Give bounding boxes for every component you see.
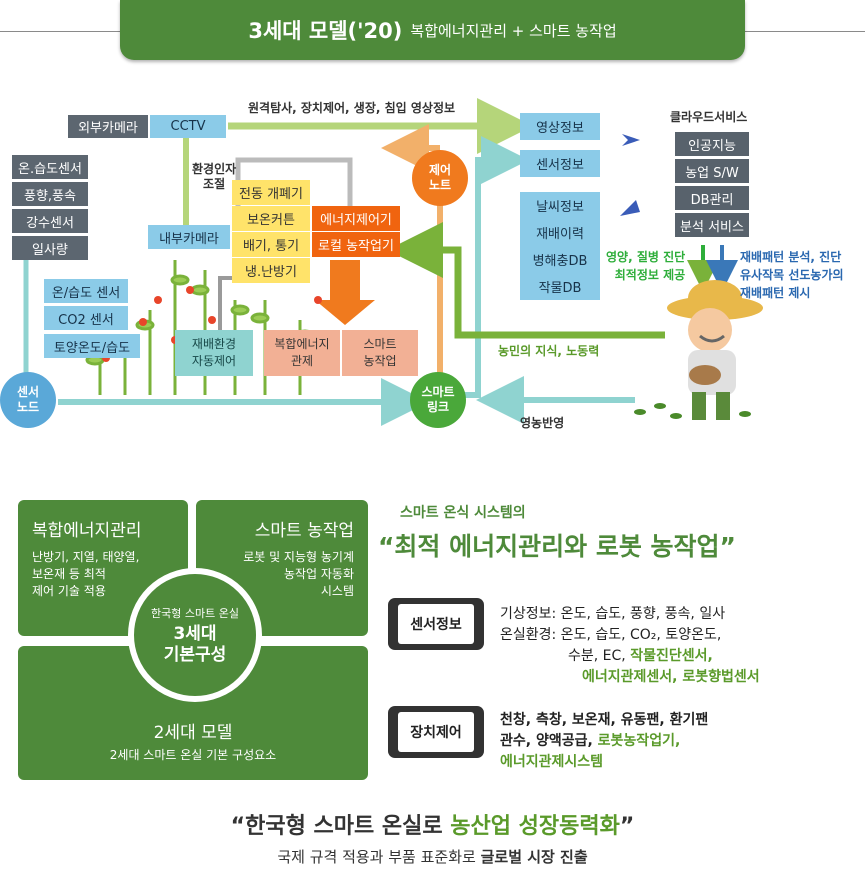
indoor-sensor-soil: 토양온도/습도 <box>44 334 140 358</box>
footer-quote-green: 농산업 성장동력화 <box>450 814 620 839</box>
link-to-data <box>462 136 529 398</box>
panel-base-body: 2세대 스마트 온실 기본 구성요소 <box>109 748 277 762</box>
panel-smart-title: 스마트 농작업 <box>254 521 354 541</box>
actuator-curtain: 보온커튼 <box>232 206 310 231</box>
footer-sub-bold: 글로벌 시장 진출 <box>480 848 588 866</box>
outdoor-sensor-wind: 풍향,풍속 <box>12 182 88 206</box>
cloud-agri-sw: 농업 S/W <box>675 159 749 183</box>
center-circle-big: 3세대 기본구성 <box>163 623 227 665</box>
footer-sub-plain: 국제 규격 적용과 부품 표준화로 <box>277 848 481 866</box>
footer-quote: “한국형 스마트 온실로 농산업 성장동력화” <box>0 808 865 840</box>
gray-frame-3 <box>218 276 236 330</box>
sensor-line-1: 기상정보: 온도, 습도, 풍향, 풍속, 일사 <box>500 606 726 622</box>
data-sensor: 센서정보 <box>520 150 600 177</box>
title-rule-left <box>0 31 120 32</box>
page-title: 3세대 모델('20) <box>248 19 403 43</box>
footer-quote-open: “한국형 스마트 온실로 <box>230 814 451 839</box>
title-banner: 3세대 모델('20) 복합에너지관리 + 스마트 농작업 <box>120 0 745 60</box>
sensor-line-2: 온실환경: 온도, 습도, CO₂, 토양온도, <box>500 627 722 643</box>
actuator-motor-vent: 전동 개폐기 <box>232 180 310 205</box>
env-factor-label: 환경인자 조절 <box>192 162 237 191</box>
device-line-2: 관수, 양액공급, 로봇농작업기, <box>500 731 708 752</box>
outdoor-sensor-temp: 온.습도센서 <box>12 155 88 179</box>
footer-quote-close: ” <box>619 814 635 839</box>
local-farm-machine-box: 로컬 농작업기 <box>312 232 400 257</box>
indoor-sensor-temp: 온/습도 센서 <box>44 279 128 303</box>
gray-frame-2 <box>300 157 353 210</box>
device-line-2-plain: 관수, 양액공급, <box>500 733 598 749</box>
panel-base-title: 2세대 모델 <box>153 723 233 743</box>
sensor-line-3: 수분, EC, 작물진단센서, <box>500 646 760 667</box>
sensor-line-4: 에너지관제센서, 로봇향법센서 <box>582 669 760 685</box>
panel-energy-title: 복합에너지관리 <box>32 521 142 541</box>
panel-energy: 복합에너지관리 난방기, 지열, 태양열, 보온재 등 최적 제어 기술 적용 <box>18 500 188 636</box>
device-line-2-green: 로봇농작업기, <box>597 733 681 749</box>
headline-text: “최적 에너지관리와 로봇 농작업” <box>378 532 736 561</box>
data-pest: 병해충DB <box>520 246 600 273</box>
panel-energy-body: 난방기, 지열, 태양열, 보온재 등 최적 제어 기술 적용 <box>32 550 140 598</box>
indoor-camera-box: 내부카메라 <box>148 225 230 249</box>
energy-controller-box: 에너지제어기 <box>312 206 400 231</box>
center-circle-small: 한국형 스마트 온실 <box>151 606 239 620</box>
sensor-info-icon: 센서정보 <box>388 598 484 650</box>
diagram-connectors <box>23 98 763 426</box>
farmer-knowledge-label: 농민의 지식, 노동력 <box>498 344 600 358</box>
data-weather: 날씨정보 <box>520 192 600 219</box>
energy-down-arrow <box>315 260 375 325</box>
cctv-box: CCTV <box>150 115 226 138</box>
cloud-arrow-2 <box>620 200 640 216</box>
farmer-knowledge-line <box>387 222 665 339</box>
cloud-title: 클라우드서비스 <box>670 110 748 124</box>
data-history: 재배이력 <box>520 219 600 246</box>
device-line-1: 천창, 측창, 보온재, 유동팬, 환기팬 <box>500 712 709 728</box>
pattern-label: 재배패턴 분석, 진단 유사작목 선도농가의 재배패턴 제시 <box>740 250 844 300</box>
device-control-icon: 장치제어 <box>388 706 484 758</box>
farmer-illustration <box>634 280 763 420</box>
cloud-db: DB관리 <box>675 186 749 210</box>
page-subtitle: 복합에너지관리 + 스마트 농작업 <box>410 21 617 40</box>
cloud-ai: 인공지능 <box>675 132 749 156</box>
center-circle: 한국형 스마트 온실 3세대 기본구성 <box>128 568 262 702</box>
actuator-hvac: 냉.난방기 <box>232 258 310 283</box>
intro-text: 스마트 온식 시스템의 <box>400 505 526 521</box>
data-video: 영상정보 <box>520 113 600 140</box>
device-control-tag: 장치제어 <box>398 712 474 752</box>
control-node-circle: 제어 노트 <box>412 150 468 206</box>
sensor-line-3-green: 작물진단센서, <box>630 648 713 664</box>
outdoor-sensor-solar: 일사량 <box>12 236 88 260</box>
diagnosis-label: 영양, 질병 진단 최적정보 제공 <box>606 250 686 282</box>
indoor-sensor-co2: CO2 센서 <box>44 306 128 330</box>
sensor-info-text: 기상정보: 온도, 습도, 풍향, 풍속, 일사 온실환경: 온도, 습도, C… <box>500 604 760 688</box>
sensor-info-tag: 센서정보 <box>398 604 474 644</box>
smart-work-box: 스마트 농작업 <box>342 330 418 376</box>
farming-reflection-label: 영농반영 <box>520 416 565 430</box>
sensor-node-circle: 센서 노드 <box>0 372 56 428</box>
cloud-arrow-1 <box>622 134 640 146</box>
outdoor-sensor-rain: 강수센서 <box>12 209 88 233</box>
actuator-exhaust: 배기, 통기 <box>232 232 310 257</box>
cloud-analysis: 분석 서비스 <box>675 213 749 237</box>
panel-smart-body: 로봇 및 지능형 농기계 농작업 자동화 시스템 <box>243 550 354 598</box>
external-camera-box: 외부카메라 <box>68 115 148 138</box>
remote-sensing-label: 원격탐사, 장치제어, 생장, 침입 영상정보 <box>248 101 456 115</box>
env-auto-control-box: 재배환경 자동제어 <box>175 330 253 376</box>
data-crop: 작물DB <box>520 273 600 300</box>
sensor-line-3-plain: 수분, EC, <box>568 648 631 664</box>
device-line-3: 에너지관제시스템 <box>500 754 604 770</box>
footer-subtitle: 국제 규격 적용과 부품 표준화로 글로벌 시장 진출 <box>0 846 865 867</box>
title-rule-right <box>745 31 865 32</box>
smart-link-circle: 스마트 링크 <box>410 372 466 428</box>
energy-control-box: 복합에너지 관제 <box>264 330 340 376</box>
device-info-text: 천창, 측창, 보온재, 유동팬, 환기팬 관수, 양액공급, 로봇농작업기, … <box>500 710 708 773</box>
